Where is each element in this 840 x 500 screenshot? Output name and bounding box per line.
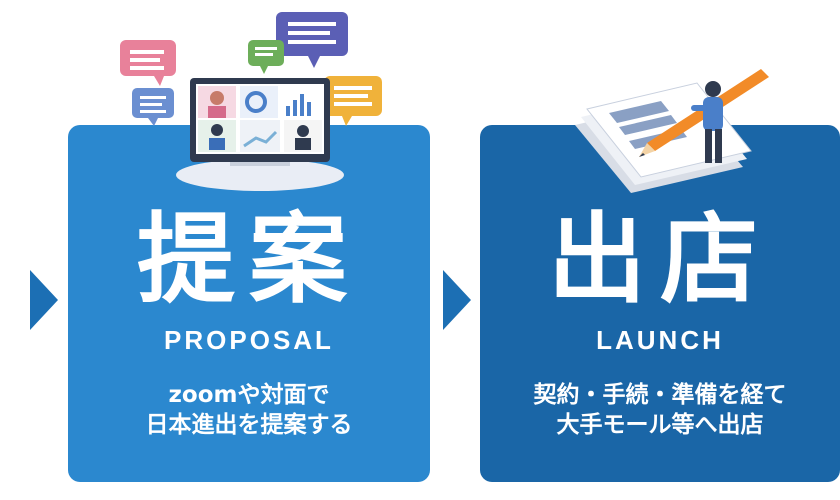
documents-pencil-icon <box>575 69 769 193</box>
proposal-description-line-1: zoomや対面で <box>168 382 330 408</box>
proposal-subtitle: PROPOSAL <box>164 325 334 355</box>
proposal-title: 提案 <box>136 203 361 317</box>
chat-bubble-icon <box>324 76 382 126</box>
chevron-right-icon <box>30 270 58 330</box>
chat-bubble-icon <box>132 88 174 126</box>
chat-bubble-icon <box>120 40 176 86</box>
launch-description-line-2: 大手モール等へ出店 <box>556 412 764 438</box>
proposal-description-line-2: 日本進出を提案する <box>145 412 353 438</box>
launch-subtitle: LAUNCH <box>596 325 724 355</box>
chat-bubble-icon <box>276 12 348 68</box>
video-conference-monitor-icon <box>120 12 382 191</box>
launch-title: 出店 <box>547 203 772 317</box>
chevron-right-icon <box>443 270 471 330</box>
launch-description-line-1: 契約・手続・準備を経て <box>533 382 787 408</box>
chat-bubble-icon <box>248 40 284 74</box>
